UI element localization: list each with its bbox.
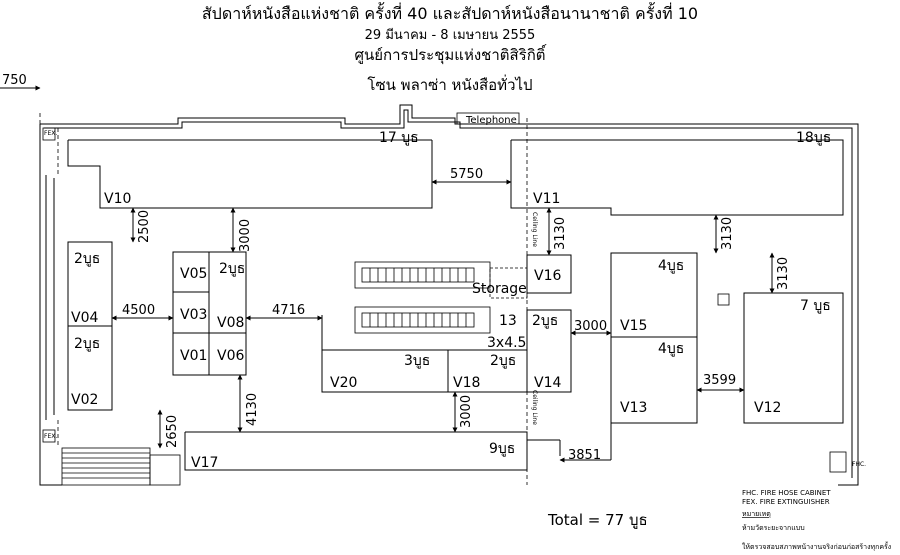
dim-3130-c: 3130 <box>776 257 791 290</box>
fex-box-top <box>42 127 56 141</box>
storage-label: Storage <box>472 281 527 297</box>
booth-count-v18: 2บูธ <box>490 353 516 369</box>
booth-count-v12: 7 บูธ <box>800 298 831 314</box>
fex-box-bottom <box>42 429 56 443</box>
stairs <box>61 447 181 486</box>
dim-5750: 5750 <box>450 167 483 182</box>
booth-count-v15: 4บูธ <box>658 258 684 274</box>
legend-note-2: ให้ตรวจสอบสภาพหน้างานจริงก่อนก่อสร้างทุก… <box>742 540 891 551</box>
dim-3000-b: 3000 <box>459 395 474 428</box>
booth-count-v02: 2บูธ <box>74 336 100 352</box>
booth-label-v11: V11 <box>533 191 560 207</box>
legend-fex: FEX. FIRE EXTINGUISHER <box>742 498 830 506</box>
booth-count-v04: 2บูธ <box>74 251 100 267</box>
booth-label-v14: V14 <box>534 375 561 391</box>
telephone-label: Telephone <box>465 115 517 126</box>
booth-v14 <box>526 309 572 393</box>
booth-label-v06: V06 <box>217 348 244 364</box>
dim-4716: 4716 <box>272 303 305 318</box>
booth-label-v02: V02 <box>71 392 98 408</box>
booth-label-v05: V05 <box>180 266 207 282</box>
booth-v12 <box>743 292 844 424</box>
total-booths: Total = 77 บูธ <box>547 511 648 529</box>
booth-label-v10: V10 <box>104 191 131 207</box>
booth-label-v01: V01 <box>180 348 207 364</box>
booth-label-v13: V13 <box>620 400 647 416</box>
booth-label-v08: V08 <box>217 315 244 331</box>
booth-count-v10: 17 บูธ <box>379 130 419 146</box>
building-wall <box>39 104 859 486</box>
dim-3130-a: 3130 <box>553 217 568 250</box>
booth-label-v17: V17 <box>191 455 218 471</box>
room-13-label: 13 <box>499 313 517 329</box>
legend-note-1: ห้ามวัดระยะจากแบบ <box>742 524 805 532</box>
ceiling-label-2: Ceiling Line <box>531 390 538 425</box>
legend-fhc: FHC. FIRE HOSE CABINET <box>742 489 831 497</box>
booth-count-v11: 18บูธ <box>796 130 831 146</box>
booth-label-v03: V03 <box>180 307 207 323</box>
dim-3000-a: 3000 <box>238 219 253 252</box>
fex-label-top: FEX. <box>44 130 57 137</box>
dim-2500: 2500 <box>137 210 152 243</box>
title-line-1: สัปดาห์หนังสือแห่งชาติ ครั้งที่ 40 และสั… <box>201 4 699 23</box>
booth-label-v16: V16 <box>534 268 561 284</box>
column-marker <box>717 293 730 306</box>
title-zone: โซน พลาซ่า หนังสือทั่วไป <box>367 76 533 94</box>
dim-4500: 4500 <box>122 303 155 318</box>
dim-2650: 2650 <box>165 415 180 448</box>
dim-3599: 3599 <box>703 373 736 388</box>
booth-v20 <box>321 315 449 393</box>
ceiling-line <box>39 112 528 485</box>
booth-v17 <box>184 431 528 471</box>
booth-label-v04: V04 <box>71 310 98 326</box>
telephone-box <box>456 112 520 125</box>
ceiling-label-1: Ceiling Line <box>531 212 538 247</box>
fex-label-bottom: FEX. <box>44 433 57 440</box>
booth-label-v18: V18 <box>453 375 480 391</box>
dim-750: 750 <box>2 73 27 88</box>
title-venue: ศูนย์การประชุมแห่งชาติสิริกิติ์ <box>354 46 546 64</box>
fhc-box <box>829 451 847 473</box>
title-dates: 29 มีนาคม - 8 เมษายน 2555 <box>364 28 536 43</box>
dim-4130: 4130 <box>245 393 260 426</box>
booth-count-v14: 2บูธ <box>532 313 558 329</box>
dim-3851: 3851 <box>568 448 601 463</box>
booth-label-v15: V15 <box>620 318 647 334</box>
booth-count-v20: 3บูธ <box>404 353 430 369</box>
dim-3000-c: 3000 <box>574 319 607 334</box>
booth-v10 <box>67 140 433 209</box>
dim-3130-b: 3130 <box>720 217 735 250</box>
fhc-label: FHC. <box>852 461 866 468</box>
booth-label-v20: V20 <box>330 375 357 391</box>
booth-label-v12: V12 <box>754 400 781 416</box>
booth-count-v13: 4บูธ <box>658 341 684 357</box>
booth-v11 <box>510 139 844 216</box>
booth-count-v17: 9บูธ <box>489 441 515 457</box>
legend-note-head: หมายเหตุ <box>742 510 771 518</box>
room-size-label: 3x4.5 <box>487 335 526 351</box>
booth-count-v08: 2บูธ <box>219 261 245 277</box>
escalators <box>354 261 528 334</box>
booth-v15-v13 <box>610 252 698 424</box>
